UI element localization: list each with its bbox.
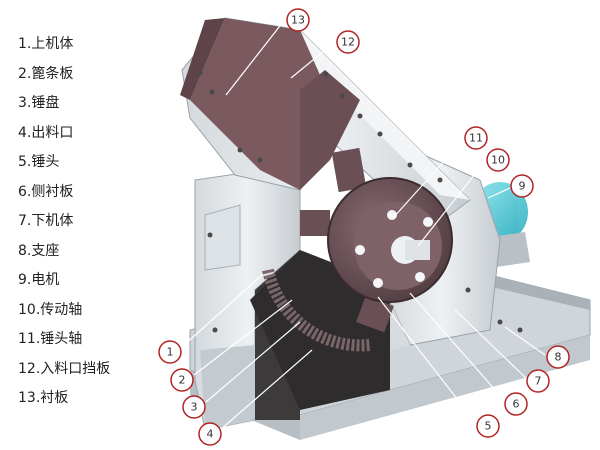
callout-3: 3: [182, 395, 206, 419]
legend-item-8: 8.支座: [18, 242, 60, 259]
callout-7: 7: [526, 369, 550, 393]
legend-item-11: 11.锤头轴: [18, 331, 83, 347]
legend-item-1: 1.上机体: [18, 36, 74, 52]
legend-item-5: 5.锤头: [18, 154, 60, 170]
callout-4: 4: [198, 422, 222, 446]
parts-legend: 1.上机体 2.篦条板 3.锤盘 4.出料口 5.锤头 6.侧衬板 7.下机体 …: [18, 30, 178, 414]
callout-11: 11: [464, 126, 488, 150]
liner-plates: [180, 18, 360, 190]
legend-item-10: 10.传动轴: [18, 301, 83, 318]
callout-4-number: 4: [207, 428, 214, 441]
legend-item-9: 9.电机: [18, 272, 60, 288]
bolts: [197, 70, 523, 333]
callout-8: 8: [546, 345, 570, 369]
callout-11-number: 11: [469, 132, 483, 145]
rotor: [300, 147, 453, 333]
callout-2: 2: [170, 368, 194, 392]
legend-item-12: 12.入料口挡板: [18, 360, 111, 377]
callout-9-number: 9: [519, 180, 526, 193]
callout-2-number: 2: [179, 374, 186, 387]
callout-7-number: 7: [535, 375, 542, 388]
callout-5-number: 5: [485, 420, 492, 433]
legend-item-4: 4.出料口: [18, 124, 74, 141]
callout-6-number: 6: [513, 398, 520, 411]
callout-10-number: 10: [491, 154, 505, 167]
legend-item-3: 3.锤盘: [18, 95, 60, 111]
legend-item-2: 2.篦条板: [18, 65, 74, 82]
callout-12: 12: [336, 30, 360, 54]
callout-1-number: 1: [167, 346, 174, 359]
legend-item-7: 7.下机体: [18, 213, 74, 229]
callout-13: 13: [286, 8, 310, 32]
callout-6: 6: [504, 392, 528, 416]
callout-3-number: 3: [191, 401, 198, 414]
callout-9: 9: [510, 174, 534, 198]
callout-8-number: 8: [555, 351, 562, 364]
legend-item-13: 13.衬板: [18, 390, 69, 406]
callout-1: 1: [158, 340, 182, 364]
grate-bars: [262, 268, 371, 352]
callout-5: 5: [476, 414, 500, 438]
callout-12-number: 12: [341, 36, 355, 49]
callout-13-number: 13: [291, 14, 305, 27]
leader-lines: [181, 21, 546, 431]
legend-item-6: 6.侧衬板: [18, 183, 74, 200]
callout-10: 10: [486, 148, 510, 172]
